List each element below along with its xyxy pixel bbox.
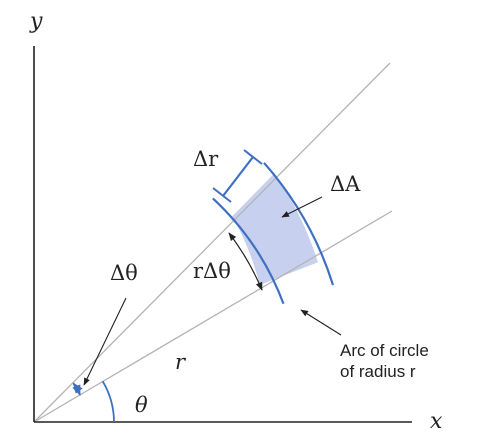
delta-theta-label: Δθ <box>110 261 138 285</box>
r-delta-theta-label: rΔθ <box>193 259 231 283</box>
upper-ray-line <box>33 62 391 423</box>
delta-r-tick-inner <box>212 187 232 203</box>
delta-theta-leader-arrow <box>83 297 127 386</box>
delta-theta-small-arc <box>72 382 83 396</box>
delta-r-dimension-line <box>222 156 254 197</box>
arc-note-leader-arrow <box>300 309 342 336</box>
y-axis-label: y <box>29 9 43 34</box>
delta-r-tick-outer <box>243 149 263 165</box>
lower-ray-line <box>33 210 393 423</box>
area-element-region <box>232 173 318 285</box>
delta-a-label: ΔA <box>330 172 361 196</box>
radius-r-label: r <box>175 350 187 374</box>
theta-label: θ <box>135 393 148 417</box>
arc-note-line2: of radius r <box>340 362 416 381</box>
r-delta-theta-arrow <box>228 232 263 291</box>
theta-arc <box>101 380 115 423</box>
x-axis-label: x <box>430 409 443 434</box>
delta-r-label: Δr <box>193 147 219 171</box>
arc-note-line1: Arc of circle <box>340 341 429 360</box>
outer-arc <box>263 162 335 286</box>
delta-a-leader-arrow <box>281 196 323 218</box>
